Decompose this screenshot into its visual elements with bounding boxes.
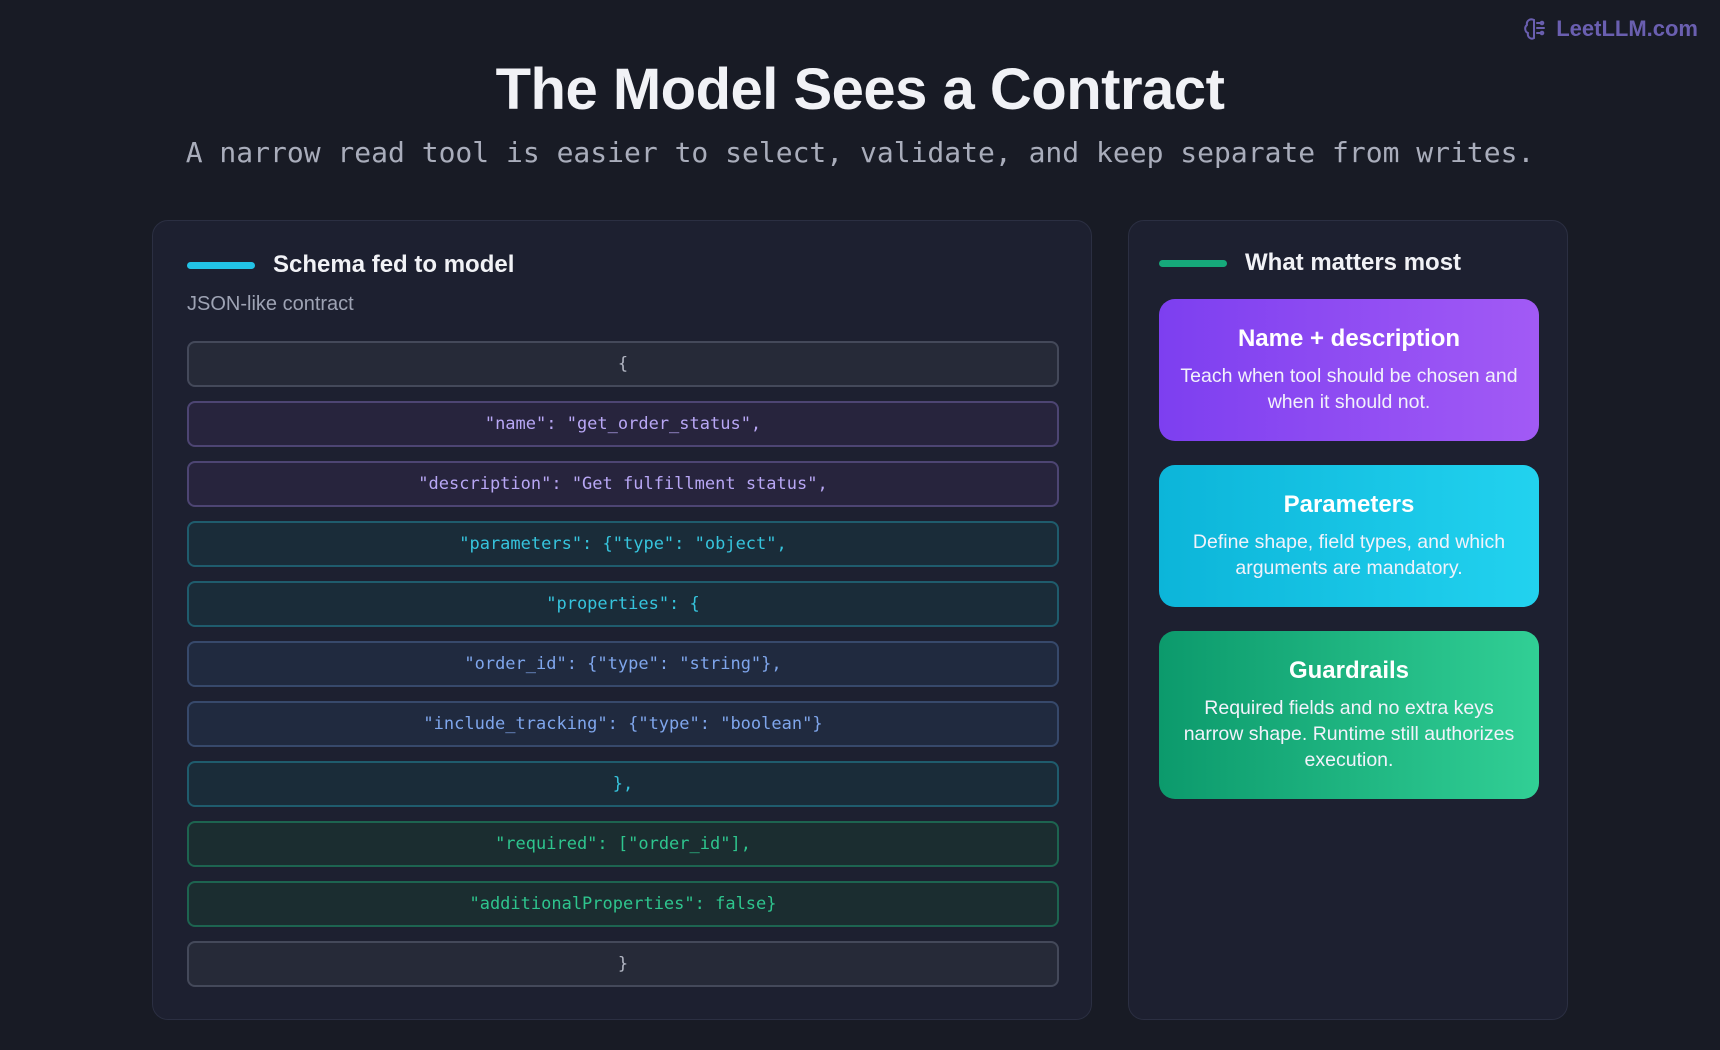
card-parameters: Parameters Define shape, field types, an… [1159, 465, 1539, 607]
schema-panel: Schema fed to model JSON-like contract {… [152, 220, 1092, 1020]
schema-line-additional-properties: "additionalProperties": false} [187, 881, 1059, 927]
card-title: Name + description [1237, 325, 1461, 352]
matters-panel-header: What matters most [1159, 249, 1461, 277]
schema-line-include-tracking: "include_tracking": {"type": "boolean"} [187, 701, 1059, 747]
card-name-description: Name + description Teach when tool shoul… [1159, 299, 1539, 441]
card-title: Guardrails [1288, 657, 1410, 684]
card-title: Parameters [1283, 491, 1415, 518]
schema-line-properties: "properties": { [187, 581, 1059, 627]
schema-accent-bar [187, 261, 255, 269]
brain-icon [1524, 18, 1546, 40]
schema-line-description: "description": "Get fulfillment status", [187, 461, 1059, 507]
matters-panel: What matters most Name + description Tea… [1128, 220, 1568, 1020]
matters-panel-title: What matters most [1245, 249, 1462, 276]
card-guardrails: Guardrails Required fields and no extra … [1159, 631, 1539, 799]
brand-text: LeetLLM.com [1556, 16, 1698, 41]
schema-panel-header: Schema fed to model [187, 251, 514, 279]
schema-code-list: { "name": "get_order_status", "descripti… [187, 341, 1059, 1001]
schema-line-open-brace: { [187, 341, 1059, 387]
schema-panel-subtitle: JSON-like contract [187, 293, 354, 315]
schema-panel-title: Schema fed to model [273, 251, 515, 278]
page-subtitle: A narrow read tool is easier to select, … [185, 136, 1535, 169]
schema-line-parameters: "parameters": {"type": "object", [187, 521, 1059, 567]
page-title: The Model Sees a Contract [495, 57, 1225, 122]
schema-line-close-brace: } [187, 941, 1059, 987]
schema-line-required: "required": ["order_id"], [187, 821, 1059, 867]
card-text: Teach when tool should be chosen and whe… [1180, 365, 1518, 413]
matters-cards: Name + description Teach when tool shoul… [1159, 299, 1539, 823]
schema-line-name: "name": "get_order_status", [187, 401, 1059, 447]
schema-line-close-properties: }, [187, 761, 1059, 807]
card-text: Define shape, field types, and which arg… [1192, 531, 1506, 579]
brand[interactable]: LeetLLM.com [1524, 16, 1698, 42]
matters-accent-bar [1159, 259, 1227, 267]
card-text: Required fields and no extra keys narrow… [1183, 697, 1515, 771]
schema-line-order-id: "order_id": {"type": "string"}, [187, 641, 1059, 687]
